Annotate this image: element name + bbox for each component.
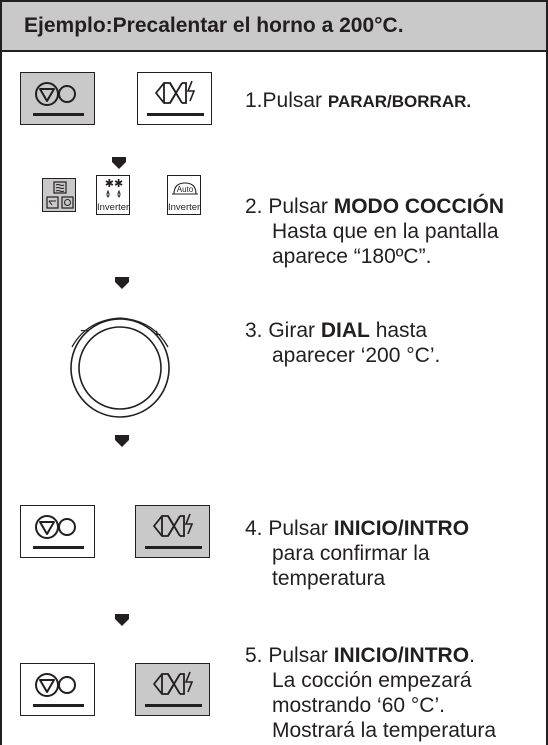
- auto-label: Auto: [177, 185, 194, 194]
- stop-clear-icon: [33, 82, 84, 116]
- start-enter-icon: [145, 671, 202, 707]
- inverter-label: Inverter: [97, 202, 130, 213]
- start-enter-icon: [145, 513, 202, 549]
- step-1-text: 1.Pulsar PARAR/BORRAR.: [245, 89, 472, 112]
- start-enter-button[interactable]: [135, 663, 210, 716]
- down-arrow-icon: [115, 614, 129, 626]
- down-arrow-icon: [112, 157, 126, 169]
- frame-right-border: [546, 0, 548, 745]
- step-4-text: 4. Pulsar INICIO/INTRO para confirmar la…: [245, 517, 470, 590]
- defrost-inverter-key[interactable]: ✱✱ Inverter: [96, 175, 130, 215]
- stop-clear-icon: [33, 515, 84, 549]
- selection-dial[interactable]: − +: [60, 300, 180, 425]
- dial-minus-icon: −: [80, 323, 89, 340]
- inverter-label: Inverter: [168, 202, 201, 213]
- stop-clear-icon: [33, 673, 84, 707]
- page-title: Ejemplo:Precalentar el horno a 200°C.: [24, 14, 404, 37]
- down-arrow-icon: [115, 277, 129, 289]
- svg-text:✱✱: ✱✱: [105, 177, 123, 190]
- start-enter-button[interactable]: [135, 505, 210, 558]
- start-enter-icon: [147, 80, 204, 116]
- start-enter-button[interactable]: [137, 72, 212, 125]
- frame-left-border: [0, 0, 2, 745]
- step-3-text: 3. Girar DIAL hasta aparecer ‘200 °C’.: [245, 319, 441, 367]
- auto-cook-icon: Auto: [172, 182, 198, 195]
- stop-clear-button[interactable]: [20, 72, 95, 125]
- microwave-grill-combi-key[interactable]: [42, 178, 76, 212]
- down-arrow-icon: [115, 435, 129, 447]
- grill-convection-icon: [46, 181, 74, 209]
- defrost-snow-icon: ✱✱: [105, 177, 123, 198]
- step-2-text: 2. Pulsar MODO COCCIÓN Hasta que en la p…: [245, 195, 505, 268]
- auto-inverter-key[interactable]: Auto Inverter: [167, 175, 201, 215]
- panel-header: Ejemplo:Precalentar el horno a 200°C.: [0, 0, 548, 52]
- stop-clear-button[interactable]: [20, 663, 95, 716]
- step-5-text: 5. Pulsar INICIO/INTRO. La cocción empez…: [245, 644, 497, 742]
- stop-clear-button[interactable]: [20, 505, 95, 558]
